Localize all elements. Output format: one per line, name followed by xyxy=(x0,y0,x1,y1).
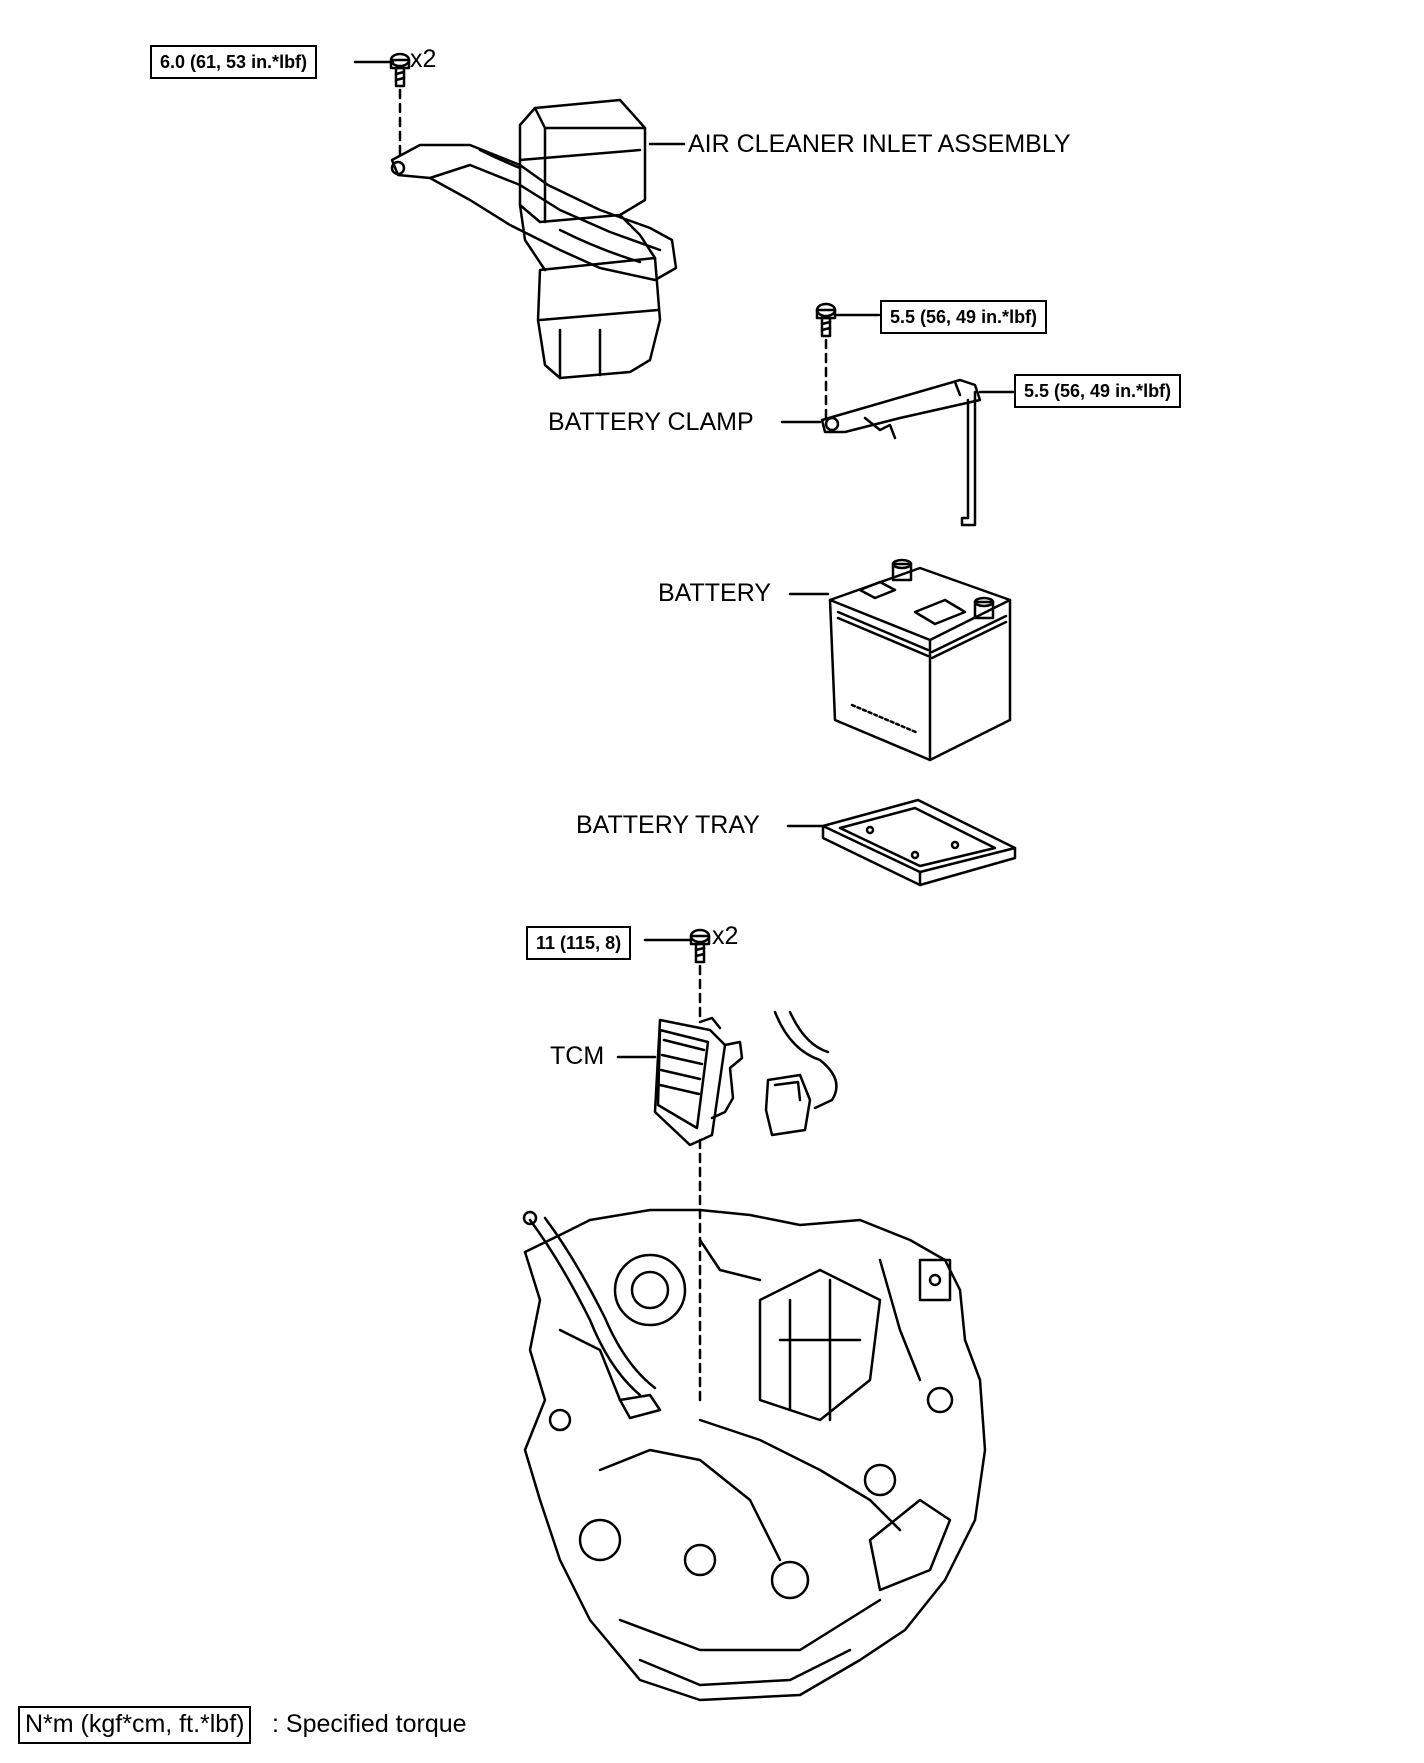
battery-clamp-hook-torque: 5.5 (56, 49 in.*lbf) xyxy=(1014,374,1182,408)
battery-drawing xyxy=(828,558,1012,762)
tcm-bolt-quantity: x2 xyxy=(712,922,739,950)
air-cleaner-bolt-icon xyxy=(353,52,411,162)
tcm-bolt-torque: 11 (115, 8) xyxy=(526,926,632,960)
air-cleaner-inlet-assembly-drawing xyxy=(390,98,678,380)
transaxle-drawing xyxy=(522,1208,987,1702)
battery-clamp-drawing xyxy=(820,378,1015,527)
battery-label: BATTERY xyxy=(658,579,771,607)
air-cleaner-bolt-torque: 6.0 (61, 53 in.*lbf) xyxy=(150,45,318,79)
battery-clamp-bolt-icon xyxy=(815,302,881,422)
tcm-drawing xyxy=(653,1010,838,1147)
torque-unit-legend-box: N*m (kgf*cm, ft.*lbf) xyxy=(18,1706,252,1744)
torque-legend-text: : Specified torque xyxy=(272,1710,467,1738)
tcm-bolt-icon xyxy=(643,928,711,1402)
battery-tray-label: BATTERY TRAY xyxy=(576,811,760,839)
battery-clamp-label: BATTERY CLAMP xyxy=(548,408,754,436)
battery-tray-drawing xyxy=(821,798,1017,887)
battery-clamp-bolt-torque: 5.5 (56, 49 in.*lbf) xyxy=(880,300,1048,334)
air-cleaner-inlet-assembly-label: AIR CLEANER INLET ASSEMBLY xyxy=(688,130,1071,158)
tcm-label: TCM xyxy=(550,1042,605,1070)
air-cleaner-bolt-quantity: x2 xyxy=(410,45,437,73)
